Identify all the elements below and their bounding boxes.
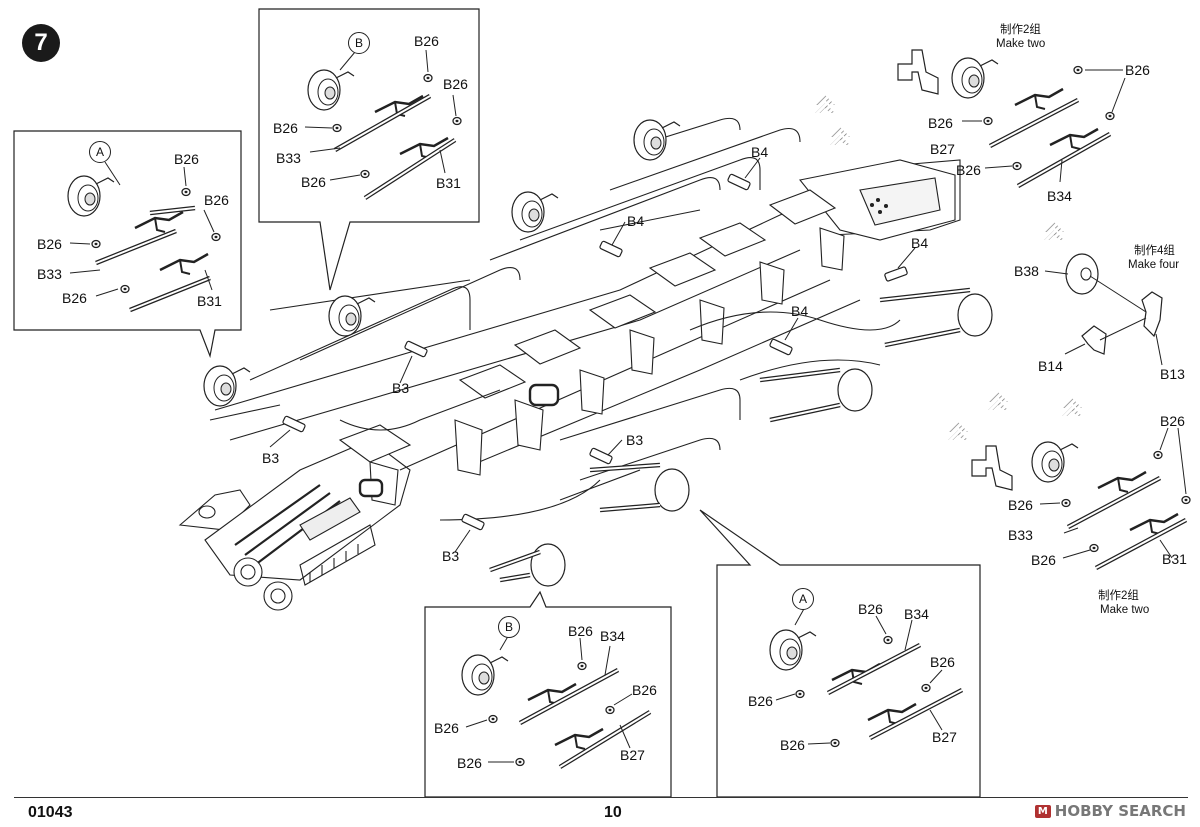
part-label-b4: B4 [791,303,809,319]
subassembly-right-bottom [971,427,1191,570]
subassembly-right-top [897,49,1126,188]
page-number: 10 [604,804,622,821]
subassembly-top-b [304,49,462,200]
subassembly-bottom-a [769,606,964,748]
part-label-b26: B26 [858,601,883,617]
part-label-b34: B34 [904,606,929,622]
part-label-b4: B4 [627,213,645,229]
part-label-b13: B13 [1160,366,1185,382]
part-label-b14: B14 [1038,358,1063,374]
part-label-b26: B26 [1160,413,1185,429]
part-label-b26: B26 [632,682,657,698]
part-label-b26: B26 [443,76,468,92]
part-label-b26: B26 [273,120,298,136]
part-label-b26: B26 [780,737,805,753]
shock-absorbers [269,157,916,553]
callout-marker-b: B [348,32,370,54]
note-make-four-cn: 制作4组 [1134,245,1175,257]
step-number-badge: 7 [22,24,60,62]
part-label-b26: B26 [1125,62,1150,78]
product-code: 01043 [28,804,73,821]
part-label-b26: B26 [956,162,981,178]
part-label-b34: B34 [600,628,625,644]
part-label-b27: B27 [620,747,645,763]
part-label-b26: B26 [930,654,955,670]
part-label-b4: B4 [911,235,929,251]
part-label-b33: B33 [37,266,62,282]
part-label-b31: B31 [197,293,222,309]
part-label-b4: B4 [751,144,769,160]
note-make-four-en: Make four [1128,259,1180,271]
part-label-b33: B33 [1008,527,1033,543]
footer-rule [14,797,1188,798]
part-label-b26: B26 [37,236,62,252]
part-label-b26: B26 [174,151,199,167]
part-label-b26: B26 [414,33,439,49]
part-label-b26: B26 [748,693,773,709]
part-label-b27: B27 [930,141,955,157]
part-label-b3: B3 [392,380,410,396]
watermark-text: HOBBY SEARCH [1054,802,1186,820]
part-label-b31: B31 [1162,551,1187,567]
part-label-b26: B26 [204,192,229,208]
part-label-b26: B26 [62,290,87,306]
subassembly-right-make-four [1044,253,1163,366]
note-make-two-en: Make two [996,38,1046,50]
note-make-two-cn: 制作2组 [1000,24,1041,36]
callout-marker-b: B [498,616,520,638]
callout-marker-a: A [792,588,814,610]
callout-marker-a: A [89,141,111,163]
part-label-b26: B26 [434,720,459,736]
chassis-hubs [203,119,993,587]
note-make-two-en: Make two [1100,604,1150,616]
note-make-two-cn: 制作2组 [1098,590,1139,602]
subassembly-left-a [67,161,221,313]
part-label-b26: B26 [1008,497,1033,513]
part-label-b26: B26 [301,174,326,190]
part-label-b31: B31 [436,175,461,191]
part-label-b33: B33 [276,150,301,166]
part-label-b38: B38 [1014,263,1039,279]
part-label-b3: B3 [442,548,460,564]
part-label-b26: B26 [928,115,953,131]
part-label-b26: B26 [457,755,482,771]
part-label-b26: B26 [568,623,593,639]
part-label-b3: B3 [262,450,280,466]
part-label-b3: B3 [626,432,644,448]
chassis-main-assembly [178,117,961,611]
watermark-logo-icon: M [1034,805,1051,818]
part-label-b34: B34 [1047,188,1072,204]
part-label-b26: B26 [1031,552,1056,568]
part-label-b27: B27 [932,729,957,745]
